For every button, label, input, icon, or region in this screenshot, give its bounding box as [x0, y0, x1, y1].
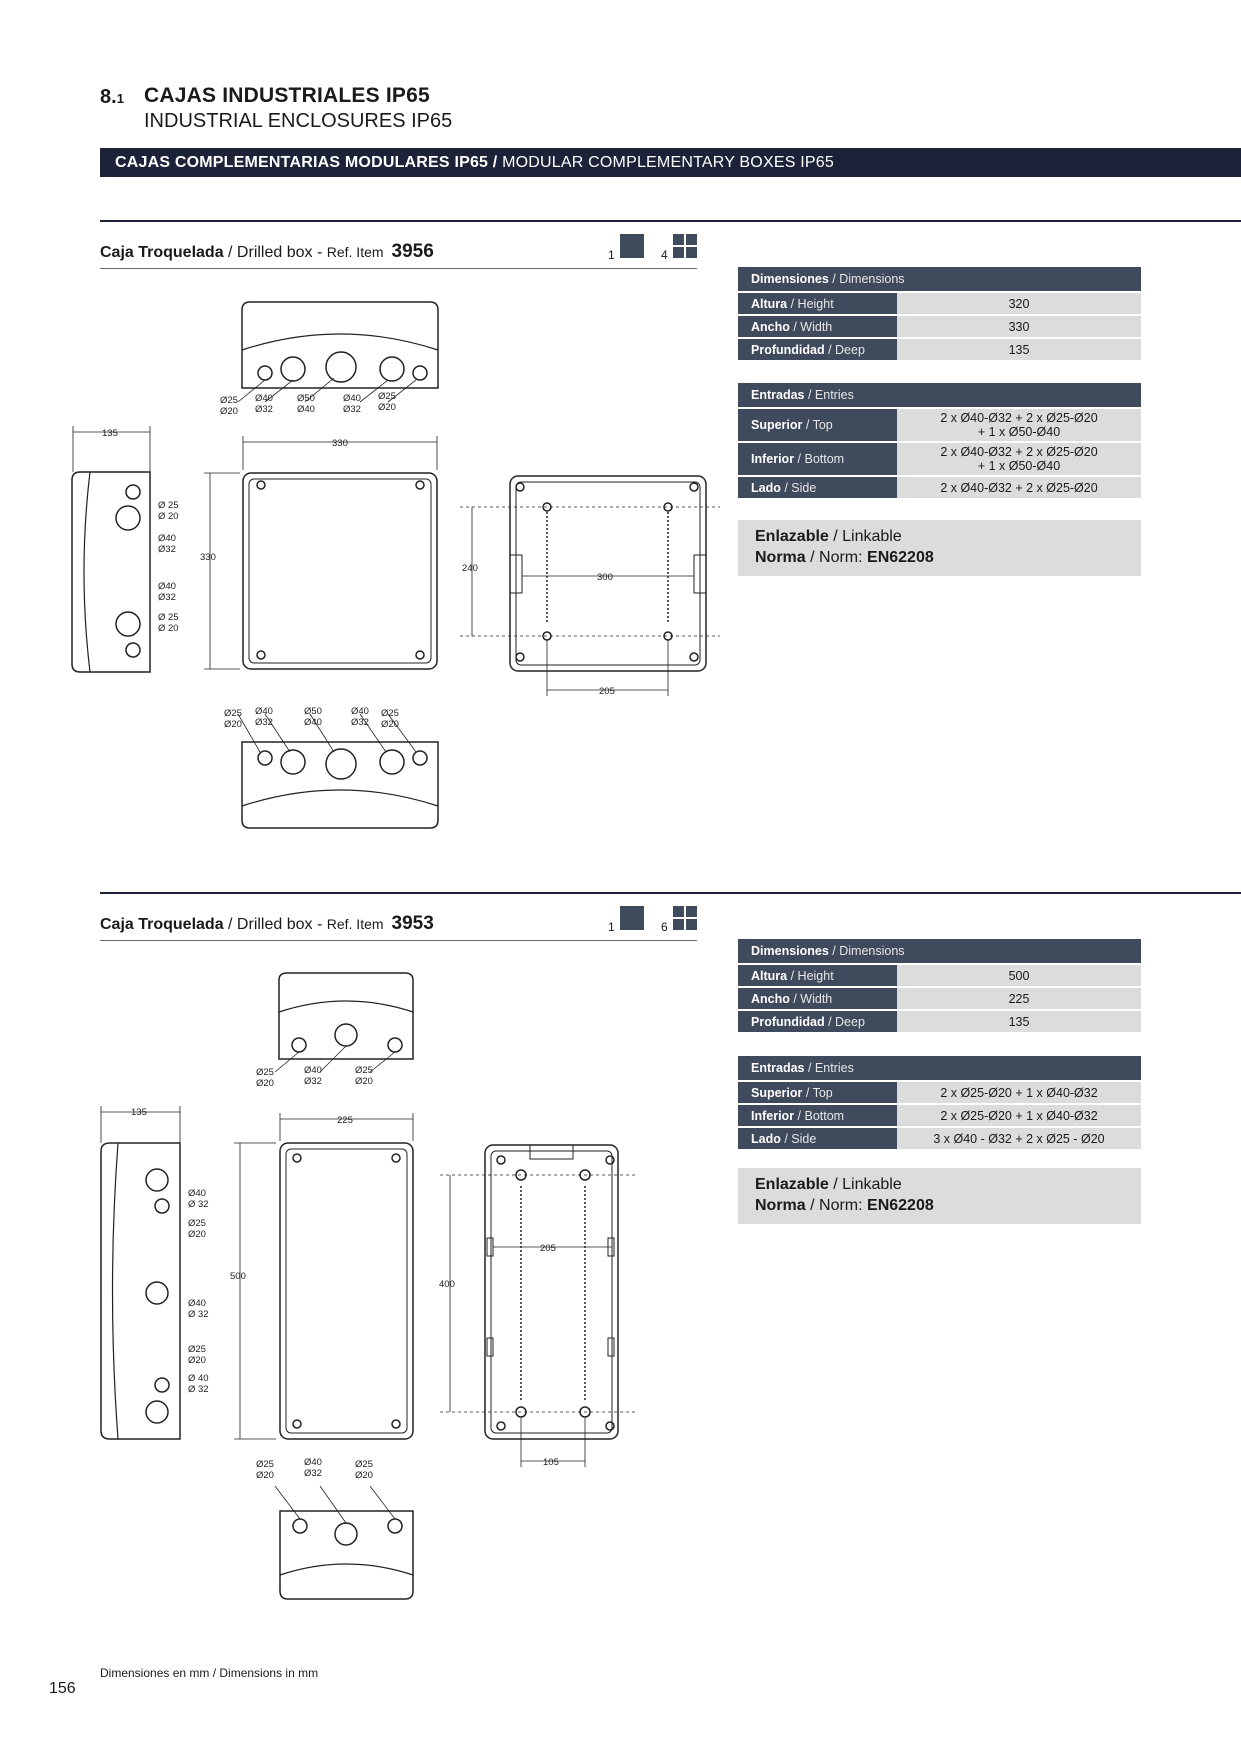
svg-text:Ø32: Ø32 — [351, 717, 369, 728]
svg-text:Ø 20: Ø 20 — [158, 511, 179, 522]
dim-fix-width: 300 — [597, 572, 613, 583]
single-unit-icon — [620, 906, 644, 930]
svg-text:Ø20: Ø20 — [188, 1229, 206, 1240]
dimensions-note: Dimensiones en mm / Dimensions in mm — [100, 1666, 319, 1680]
section-number: 8.1 — [100, 86, 124, 108]
svg-text:Ø40: Ø40 — [158, 581, 176, 592]
pack-unit-count: 1 — [608, 920, 615, 934]
svg-text:Ø 25: Ø 25 — [158, 500, 179, 511]
svg-text:Ø32: Ø32 — [255, 717, 273, 728]
multi-unit-icon — [673, 906, 697, 930]
pack-multi-count: 6 — [661, 920, 668, 934]
svg-text:Ø40: Ø40 — [255, 706, 273, 717]
dim-height: 330 — [200, 552, 216, 563]
product-underline — [100, 268, 697, 269]
svg-text:Ø25: Ø25 — [378, 391, 396, 402]
svg-text:Ø20: Ø20 — [378, 402, 396, 413]
svg-text:Ø32: Ø32 — [343, 404, 361, 415]
svg-text:Ø20: Ø20 — [381, 719, 399, 730]
svg-text:Ø40: Ø40 — [255, 393, 273, 404]
svg-text:Ø32: Ø32 — [304, 1076, 322, 1087]
svg-text:Ø 40: Ø 40 — [188, 1373, 209, 1384]
svg-text:Ø20: Ø20 — [188, 1355, 206, 1366]
section-divider — [100, 892, 1241, 894]
svg-text:Ø25: Ø25 — [256, 1459, 274, 1470]
svg-text:Ø20: Ø20 — [256, 1078, 274, 1089]
svg-text:Ø20: Ø20 — [355, 1470, 373, 1481]
multi-unit-icon — [673, 234, 697, 258]
section-banner: CAJAS COMPLEMENTARIAS MODULARES IP65 / M… — [100, 148, 1241, 177]
dim-fix-width: 205 — [540, 1243, 556, 1254]
svg-text:Ø 32: Ø 32 — [188, 1309, 209, 1320]
dim-depth: 135 — [131, 1107, 147, 1118]
svg-text:Ø 25: Ø 25 — [158, 612, 179, 623]
pack-multi-count: 4 — [661, 248, 668, 262]
banner-title-en: MODULAR COMPLEMENTARY BOXES IP65 — [497, 154, 834, 171]
svg-text:Ø40: Ø40 — [304, 1457, 322, 1468]
svg-text:Ø40: Ø40 — [158, 533, 176, 544]
section-divider — [100, 220, 1241, 222]
svg-text:Ø40: Ø40 — [304, 717, 322, 728]
svg-text:Ø40: Ø40 — [343, 393, 361, 404]
dim-fix-height: 400 — [439, 1279, 455, 1290]
svg-text:Ø50: Ø50 — [297, 393, 315, 404]
product-heading: Caja Troquelada / Drilled box - Ref. Ite… — [100, 913, 434, 934]
linkable-box: Enlazable / Linkable Norma / Norm: EN622… — [738, 520, 1141, 576]
svg-text:Ø25: Ø25 — [224, 708, 242, 719]
svg-text:Ø20: Ø20 — [256, 1470, 274, 1481]
svg-text:Ø25: Ø25 — [381, 708, 399, 719]
svg-text:Ø25: Ø25 — [188, 1218, 206, 1229]
svg-text:Ø 20: Ø 20 — [158, 623, 179, 634]
svg-text:Ø25: Ø25 — [220, 395, 238, 406]
svg-text:Ø40: Ø40 — [297, 404, 315, 415]
dim-fix-bottom: 105 — [543, 1457, 559, 1468]
dim-depth: 135 — [102, 428, 118, 439]
dimensions-table: Dimensiones / Dimensions Altura / Height… — [738, 265, 1141, 362]
pack-unit-count: 1 — [608, 248, 615, 262]
svg-text:Ø32: Ø32 — [304, 1468, 322, 1479]
svg-text:Ø40: Ø40 — [188, 1298, 206, 1309]
dim-width: 330 — [332, 438, 348, 449]
single-unit-icon — [620, 234, 644, 258]
product-ref: 3953 — [391, 913, 434, 934]
svg-text:Ø20: Ø20 — [224, 719, 242, 730]
product-heading: Caja Troquelada / Drilled box - Ref. Ite… — [100, 241, 434, 262]
dimensions-table: Dimensiones / Dimensions Altura / Height… — [738, 937, 1141, 1034]
dim-fix-height: 240 — [462, 563, 478, 574]
svg-text:Ø 32: Ø 32 — [188, 1384, 209, 1395]
svg-text:Ø25: Ø25 — [188, 1344, 206, 1355]
page-subtitle: INDUSTRIAL ENCLOSURES IP65 — [144, 110, 453, 132]
svg-text:Ø40: Ø40 — [188, 1188, 206, 1199]
page-title: CAJAS INDUSTRIALES IP65 — [144, 84, 430, 107]
svg-text:Ø40: Ø40 — [351, 706, 369, 717]
svg-text:Ø40: Ø40 — [304, 1065, 322, 1076]
product-ref: 3956 — [391, 241, 434, 262]
dim-height: 500 — [230, 1271, 246, 1282]
banner-title-es: CAJAS COMPLEMENTARIAS MODULARES IP65 / — [115, 154, 498, 171]
dim-fix-bottom: 205 — [599, 686, 615, 697]
page-number: 156 — [49, 1680, 76, 1697]
svg-text:Ø25: Ø25 — [355, 1459, 373, 1470]
svg-text:Ø50: Ø50 — [304, 706, 322, 717]
svg-text:Ø25: Ø25 — [355, 1065, 373, 1076]
svg-text:Ø32: Ø32 — [158, 544, 176, 555]
dim-width: 225 — [337, 1115, 353, 1126]
svg-text:Ø32: Ø32 — [158, 592, 176, 603]
svg-text:Ø 32: Ø 32 — [188, 1199, 209, 1210]
svg-text:Ø32: Ø32 — [255, 404, 273, 415]
product-underline — [100, 940, 697, 941]
svg-text:Ø20: Ø20 — [220, 406, 238, 417]
svg-text:Ø20: Ø20 — [355, 1076, 373, 1087]
linkable-box: Enlazable / Linkable Norma / Norm: EN622… — [738, 1168, 1141, 1224]
svg-text:Ø25: Ø25 — [256, 1067, 274, 1078]
